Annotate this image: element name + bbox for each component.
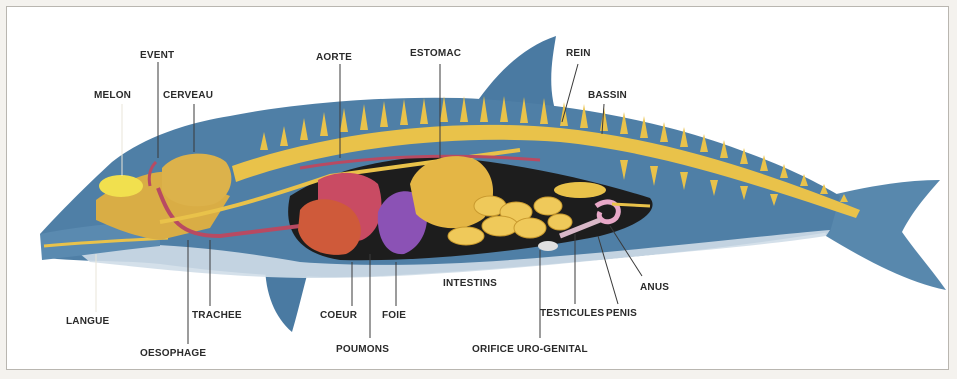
melon-organ — [99, 175, 143, 197]
label-trachee: TRACHEE — [192, 310, 242, 321]
stomach-organ — [410, 156, 493, 228]
label-event: EVENT — [140, 50, 174, 61]
label-cerveau: CERVEAU — [163, 90, 213, 101]
label-rein: REIN — [566, 48, 591, 59]
label-testicules: TESTICULES — [540, 308, 604, 319]
label-penis: PENIS — [606, 308, 637, 319]
label-bassin: BASSIN — [588, 90, 627, 101]
label-melon: MELON — [94, 90, 131, 101]
label-oesophage: OESOPHAGE — [140, 348, 206, 359]
label-langue: LANGUE — [66, 316, 110, 327]
label-estomac: ESTOMAC — [410, 48, 461, 59]
label-intestins: INTESTINS — [443, 278, 497, 289]
label-aorte: AORTE — [316, 52, 352, 63]
label-foie: FOIE — [382, 310, 406, 321]
label-coeur: COEUR — [320, 310, 358, 321]
label-anus: ANUS — [640, 282, 669, 293]
label-orifice: ORIFICE URO-GENITAL — [472, 344, 588, 355]
kidney-organ — [554, 182, 606, 198]
label-poumons: POUMONS — [336, 344, 389, 355]
brain-organ — [162, 154, 231, 207]
